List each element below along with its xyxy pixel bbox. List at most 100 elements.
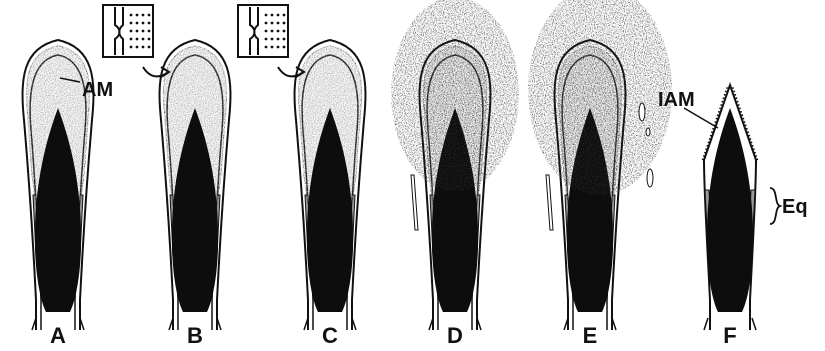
inset-dot bbox=[148, 46, 151, 49]
inset-dot bbox=[148, 22, 151, 25]
iam-dot bbox=[715, 121, 717, 123]
iam-dot bbox=[726, 87, 728, 89]
inset-dot bbox=[142, 38, 145, 41]
inset-dot bbox=[271, 38, 274, 41]
iam-dot bbox=[712, 128, 714, 130]
inset-dot bbox=[277, 46, 280, 49]
inset-dot bbox=[136, 22, 139, 25]
hybrid-vesicle bbox=[646, 128, 650, 136]
eq-brace bbox=[770, 188, 780, 224]
acrosomal-vesicles bbox=[528, 0, 672, 195]
inset-dot bbox=[283, 30, 286, 33]
iam-dot bbox=[739, 108, 741, 110]
inset-dot bbox=[265, 38, 268, 41]
inset-dot bbox=[136, 14, 139, 17]
inset-dot bbox=[265, 46, 268, 49]
iam-dot bbox=[756, 159, 758, 161]
iam-dot bbox=[734, 94, 736, 96]
panel-label-a: A bbox=[50, 323, 66, 348]
iam-dot bbox=[753, 148, 755, 150]
inset-dot bbox=[265, 22, 268, 25]
inset-dot bbox=[148, 38, 151, 41]
panel-label-b: B bbox=[187, 323, 203, 348]
iam-dot bbox=[736, 97, 738, 99]
detached-membrane bbox=[411, 175, 418, 230]
iam-dot bbox=[710, 135, 712, 137]
iam-dot bbox=[706, 145, 708, 147]
iam-dot bbox=[754, 152, 756, 154]
inset-dot bbox=[265, 30, 268, 33]
hybrid-vesicle bbox=[639, 103, 645, 121]
inset-frame bbox=[103, 5, 153, 57]
inset-dot bbox=[277, 14, 280, 17]
sperm-head-c: C bbox=[238, 5, 365, 348]
iam-dot bbox=[755, 155, 757, 157]
inset-dot bbox=[271, 22, 274, 25]
iam-dot bbox=[746, 128, 748, 130]
eq-label: Eq bbox=[782, 196, 808, 218]
iam-dot bbox=[704, 152, 706, 154]
panel-label-d: D bbox=[447, 323, 463, 348]
iam-dot bbox=[717, 114, 719, 116]
iam-dot bbox=[709, 138, 711, 140]
iam-dot bbox=[702, 159, 704, 161]
membrane-fusion-inset bbox=[103, 5, 169, 77]
inset-dot bbox=[130, 14, 133, 17]
hybrid-vesicle bbox=[647, 169, 653, 187]
inset-dot bbox=[142, 30, 145, 33]
inset-dot bbox=[271, 46, 274, 49]
iam-dot bbox=[721, 101, 723, 103]
iam-dot bbox=[723, 97, 725, 99]
iam-dot bbox=[749, 138, 751, 140]
acrosomal-vesicles bbox=[391, 0, 519, 191]
inset-dot bbox=[130, 38, 133, 41]
iam-dot bbox=[738, 104, 740, 106]
am-label: AM bbox=[82, 79, 113, 101]
inset-dot bbox=[142, 22, 145, 25]
iam-dot bbox=[732, 87, 734, 89]
inset-dot bbox=[130, 46, 133, 49]
inset-dot bbox=[142, 46, 145, 49]
inset-dot bbox=[265, 14, 268, 17]
iam-dot bbox=[703, 155, 705, 157]
inset-dot bbox=[148, 30, 151, 33]
panel-label-e: E bbox=[583, 323, 598, 348]
inset-dot bbox=[277, 22, 280, 25]
inset-dot bbox=[136, 46, 139, 49]
inset-dot bbox=[283, 14, 286, 17]
inset-frame bbox=[238, 5, 288, 57]
iam-dot bbox=[748, 135, 750, 137]
inset-dot bbox=[271, 30, 274, 33]
iam-leader-line bbox=[684, 108, 718, 128]
iam-dot bbox=[745, 125, 747, 127]
iam-dot bbox=[751, 142, 753, 144]
iam-dot bbox=[740, 111, 742, 113]
iam-dot bbox=[744, 121, 746, 123]
sperm-head-e: E bbox=[528, 0, 672, 348]
iam-dot bbox=[741, 114, 743, 116]
inset-dot bbox=[142, 14, 145, 17]
iam-dot bbox=[724, 94, 726, 96]
iam-dot bbox=[752, 145, 754, 147]
membrane-fusion-inset bbox=[238, 5, 304, 77]
panel-label-f: F bbox=[723, 323, 736, 348]
inset-dot bbox=[136, 30, 139, 33]
panel-label-c: C bbox=[322, 323, 338, 348]
iam-dot bbox=[720, 104, 722, 106]
sperm-head-b: B bbox=[103, 5, 230, 348]
iam-dot bbox=[743, 118, 745, 120]
inset-dot bbox=[283, 38, 286, 41]
iam-dot bbox=[705, 148, 707, 150]
inset-dot bbox=[130, 30, 133, 33]
iam-dot bbox=[747, 131, 749, 133]
iam-dot bbox=[725, 91, 727, 93]
sperm-head-d: D bbox=[391, 0, 519, 348]
inset-dot bbox=[277, 30, 280, 33]
inset-dot bbox=[271, 14, 274, 17]
inset-dot bbox=[283, 22, 286, 25]
detached-membrane bbox=[546, 175, 553, 230]
iam-dot bbox=[737, 101, 739, 103]
iam-dot bbox=[718, 111, 720, 113]
iam-dot bbox=[733, 91, 735, 93]
